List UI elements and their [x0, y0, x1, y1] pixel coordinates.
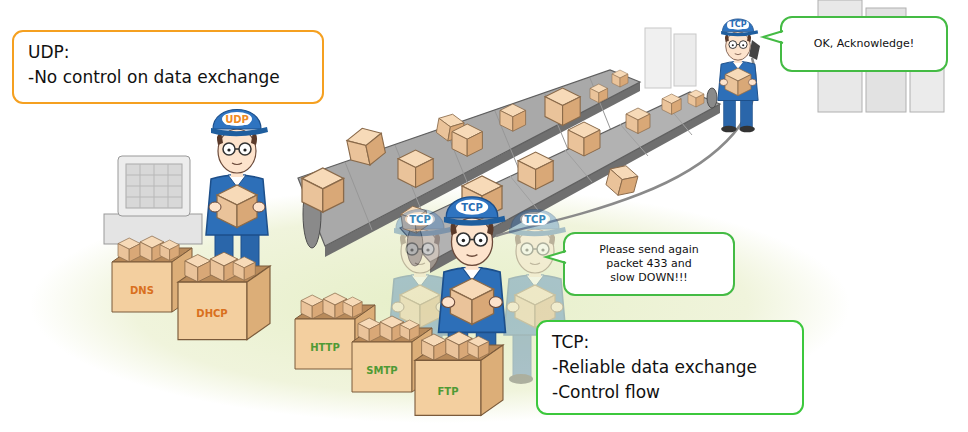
parcel — [688, 90, 704, 107]
tcp-worker-phone — [718, 19, 758, 132]
tcp-note: TCP:-Reliable data exchange-Control flow — [536, 320, 804, 415]
crate-label: DNS — [128, 285, 156, 296]
phone — [749, 40, 760, 60]
cap-label: TCP — [459, 202, 485, 213]
bubble-tail — [545, 248, 569, 266]
bubble-tail-fill — [546, 252, 568, 262]
parcel — [398, 150, 433, 187]
bubble-tail-fill — [763, 32, 785, 42]
parcel — [590, 84, 608, 103]
note-heading: UDP: — [28, 40, 308, 65]
crate — [178, 252, 270, 339]
crate-label: FTP — [436, 386, 461, 397]
speech-bubble: Please send again packet 433 and slow DO… — [563, 232, 735, 296]
note-text: Please send again packet 433 and slow DO… — [595, 243, 703, 285]
udp-note: UDP:-No control on data exchange — [12, 30, 324, 104]
cap-label: TCP — [407, 214, 433, 225]
parcel — [518, 152, 553, 189]
parcel — [545, 88, 580, 125]
cap-label: UDP — [223, 114, 251, 125]
note-text: -Reliable data exchange — [552, 355, 788, 380]
parcel — [568, 122, 600, 156]
parcel — [604, 162, 640, 199]
bubble-tail — [762, 28, 786, 46]
server — [674, 34, 696, 86]
parcel — [662, 94, 681, 114]
server — [645, 28, 671, 88]
note-heading: TCP: — [552, 330, 788, 355]
note-text: OK, Acknowledge! — [814, 37, 914, 51]
roller — [707, 88, 717, 108]
ground — [30, 187, 850, 423]
crate-label: SMTP — [364, 365, 399, 376]
parcel — [452, 124, 482, 156]
speech-bubble: OK, Acknowledge! — [780, 16, 948, 72]
parcel — [612, 70, 628, 87]
computer-screen — [126, 164, 182, 208]
cap-label: TCP — [522, 214, 548, 225]
parcel — [500, 104, 526, 131]
crate — [415, 332, 503, 416]
bubble-tail-outline — [763, 31, 783, 43]
crate-label: HTTP — [308, 342, 342, 353]
bubble-tail-outline — [546, 251, 566, 263]
note-text: -Control flow — [552, 380, 788, 405]
cap-label: TCP — [727, 21, 748, 30]
parcel — [345, 125, 387, 169]
computer-monitor — [118, 156, 190, 216]
screen-grid — [126, 164, 182, 208]
crate-label: DHCP — [194, 308, 229, 319]
parcel — [302, 168, 344, 212]
parcel — [626, 108, 650, 134]
note-text: -No control on data exchange — [28, 65, 308, 90]
